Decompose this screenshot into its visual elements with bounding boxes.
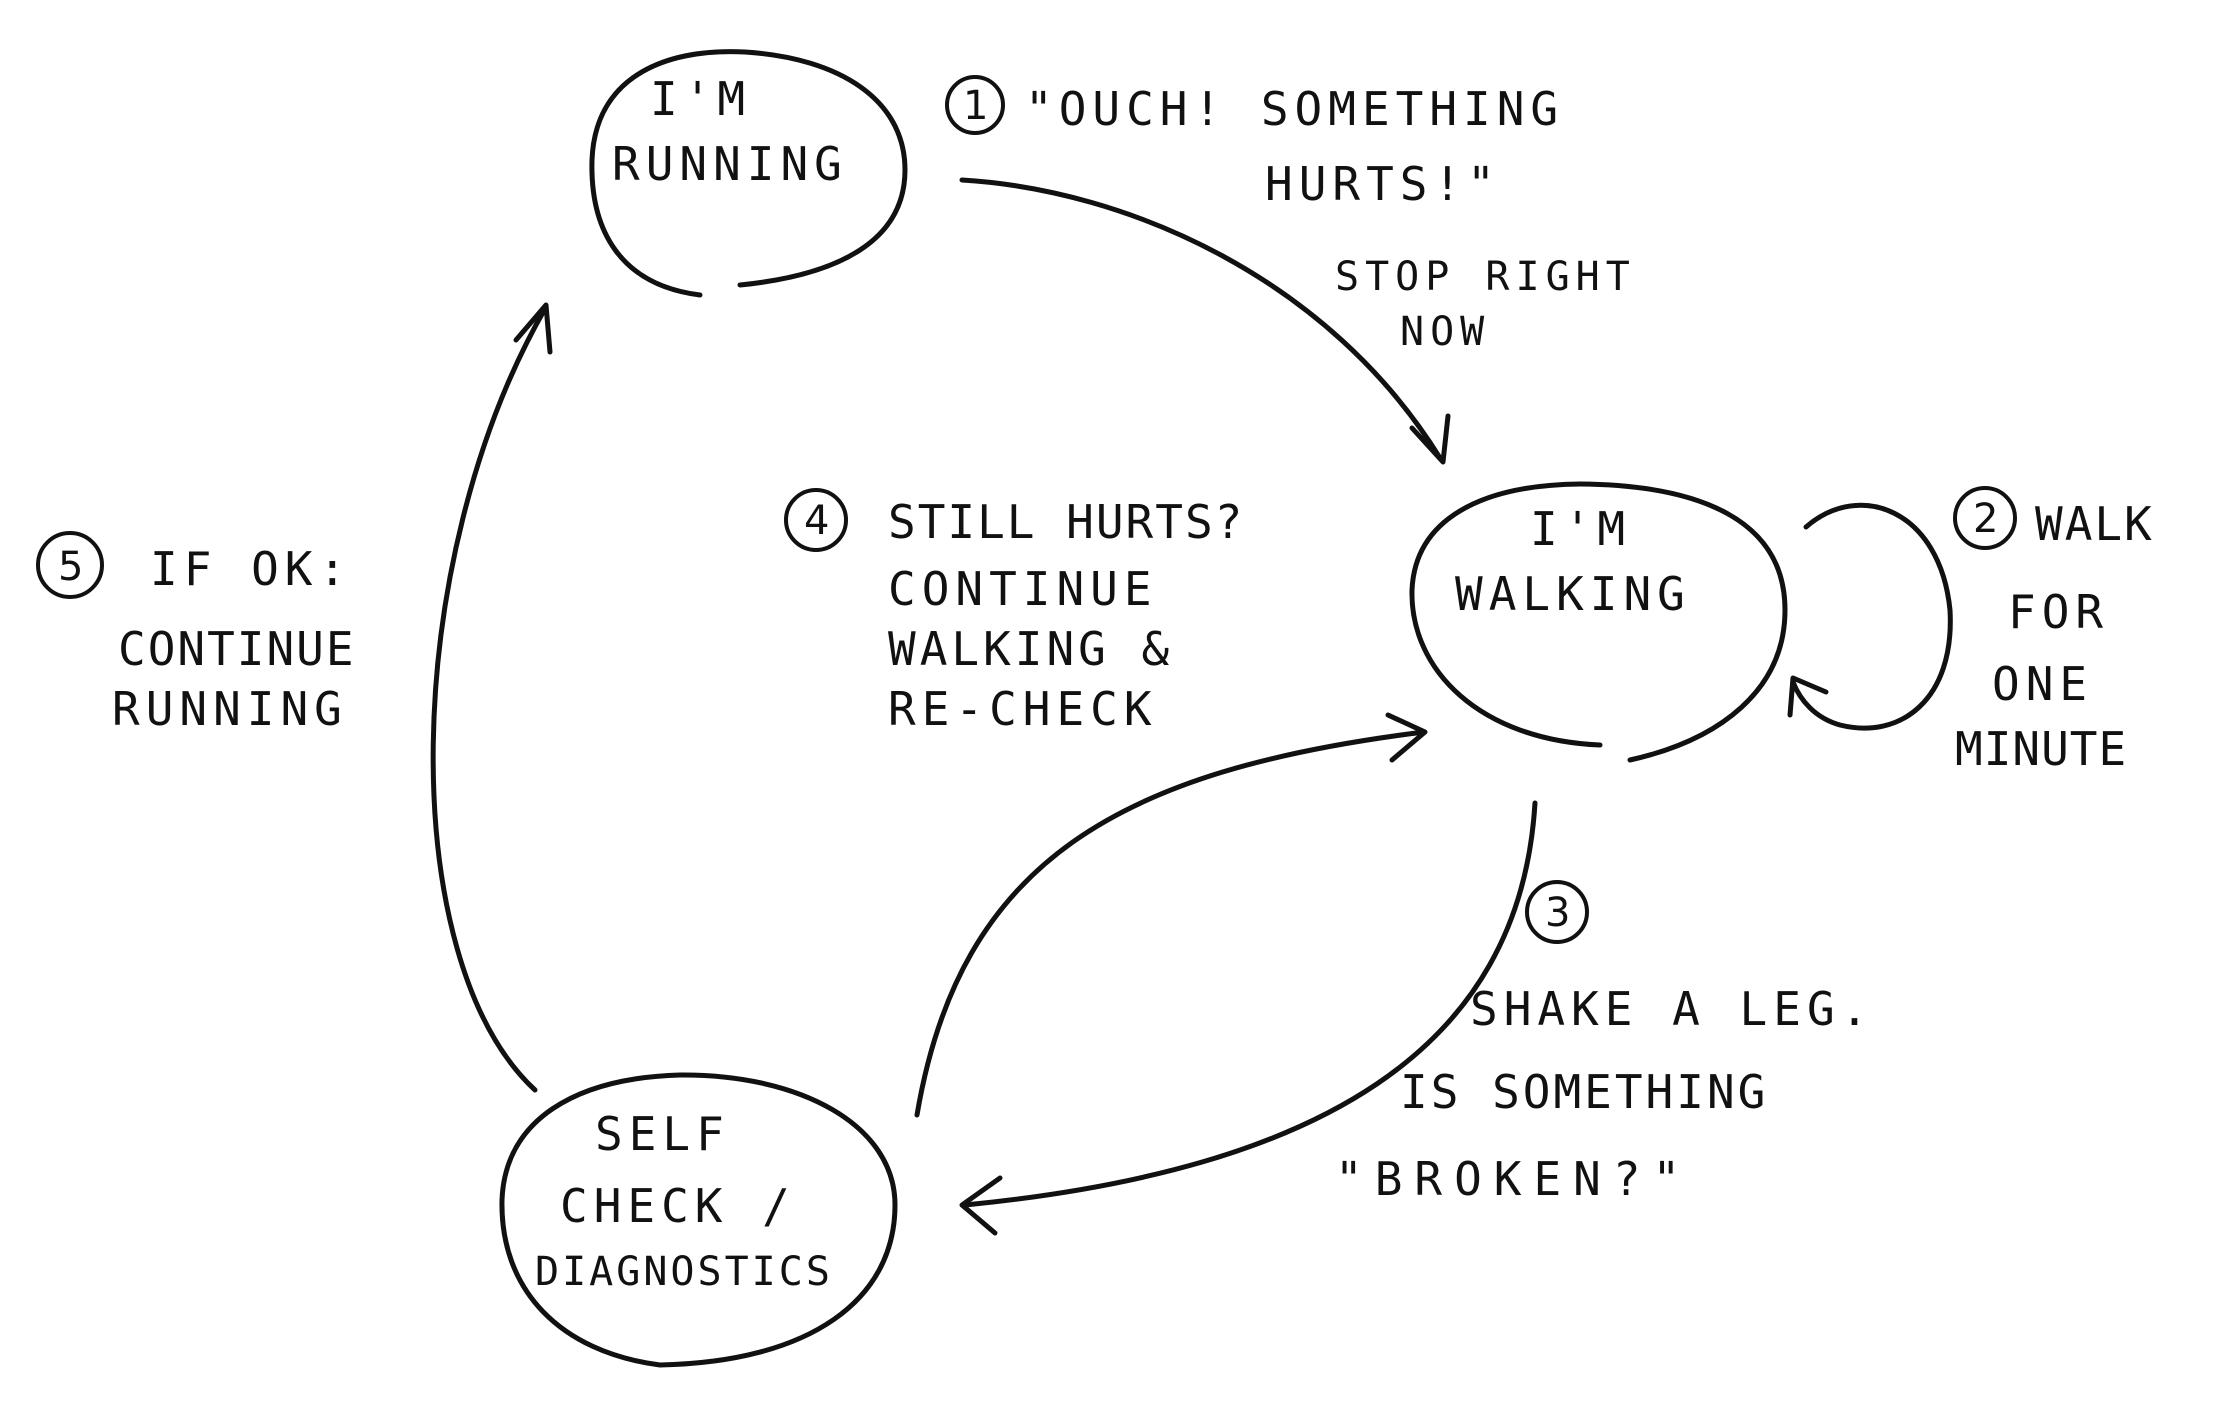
- step-1b-text-1: STOP RIGHT: [1335, 254, 1636, 300]
- step-1-text-2: HURTS!": [1265, 157, 1501, 211]
- step-1b-text-2: NOW: [1400, 309, 1490, 355]
- step-5-number-circle: [36, 531, 104, 599]
- node-selfcheck-label-2: CHECK /: [560, 1179, 796, 1233]
- node-selfcheck-circle: [499, 1072, 898, 1368]
- step-4-number-circle: [784, 488, 848, 552]
- step-4-annotation: 4 STILL HURTS? CONTINUE WALKING & RE-CHE…: [784, 488, 1244, 736]
- node-walking-label-2: WALKING: [1455, 567, 1691, 621]
- arrow-walking-to-selfcheck-line: [962, 800, 1538, 1208]
- step-3-text-2: IS SOMETHING: [1400, 1065, 1768, 1119]
- arrow-running-to-walking: [959, 177, 1451, 465]
- step-1-text-1: "OUCH! SOMETHING: [1025, 82, 1564, 136]
- step-4-number: 4: [804, 498, 829, 544]
- arrow-selfcheck-to-walking-line: [914, 729, 1427, 1118]
- node-walking: I'M WALKING: [1409, 481, 1788, 763]
- step-1-annotation: 1 "OUCH! SOMETHING HURTS!": [945, 75, 1564, 211]
- arrow-walking-to-selfcheck: [959, 800, 1538, 1236]
- arrow-selfcheck-to-running-line: [430, 304, 549, 1093]
- node-walking-label-1: I'M: [1530, 502, 1631, 556]
- arrow-running-to-walking-head: [1409, 413, 1451, 465]
- step-1b-annotation: STOP RIGHT NOW: [1335, 254, 1636, 355]
- step-2-number: 2: [1973, 496, 1998, 542]
- step-2-number-circle: [1953, 486, 2017, 550]
- step-4-text-2: CONTINUE: [888, 562, 1158, 616]
- arrow-running-to-walking-line: [959, 177, 1443, 461]
- node-running: I'M RUNNING: [589, 49, 908, 298]
- arrow-walking-loop: [1787, 502, 1953, 731]
- step-5-text-2: CONTINUE: [118, 622, 356, 676]
- step-5-text-3: RUNNING: [112, 682, 348, 736]
- step-3-text-3: "BROKEN?": [1335, 1152, 1692, 1206]
- step-1-number: 1: [963, 83, 988, 129]
- step-2-text-1: WALK: [2035, 497, 2154, 551]
- arrow-walking-loop-line: [1790, 502, 1953, 731]
- arrow-selfcheck-to-running: [430, 302, 553, 1093]
- arrow-walking-to-selfcheck-head: [959, 1175, 1003, 1236]
- step-3-annotation: 3 SHAKE A LEG. IS SOMETHING "BROKEN?": [1335, 880, 1874, 1206]
- node-running-label-2: RUNNING: [612, 137, 848, 191]
- node-selfcheck-label-3: DIAGNOSTICS: [535, 1249, 833, 1295]
- step-3-number-circle: [1525, 880, 1589, 944]
- node-running-label-1: I'M: [650, 72, 751, 126]
- arrow-selfcheck-to-walking-head: [1385, 712, 1428, 763]
- step-2-text-3: ONE: [1992, 657, 2093, 711]
- step-4-text-4: RE-CHECK: [888, 682, 1158, 736]
- step-3-number: 3: [1545, 890, 1570, 936]
- node-selfcheck: SELF CHECK / DIAGNOSTICS: [499, 1072, 898, 1368]
- node-walking-circle: [1409, 481, 1788, 763]
- arrow-selfcheck-to-walking: [914, 712, 1428, 1118]
- step-3-text-1: SHAKE A LEG.: [1470, 982, 1874, 1036]
- step-5-text-1: IF OK:: [150, 542, 352, 596]
- node-running-circle: [589, 49, 908, 298]
- step-2-annotation: 2 WALK FOR ONE MINUTE: [1953, 486, 2154, 776]
- step-5-annotation: 5 IF OK: CONTINUE RUNNING: [36, 531, 356, 736]
- step-4-text-1: STILL HURTS?: [888, 495, 1244, 549]
- arrow-walking-loop-head: [1787, 675, 1829, 718]
- step-4-text-3: WALKING &: [888, 622, 1173, 676]
- arrow-selfcheck-to-running-head: [513, 302, 553, 355]
- step-1-number-circle: [945, 75, 1005, 135]
- step-2-text-4: MINUTE: [1955, 722, 2127, 776]
- step-5-number: 5: [58, 544, 83, 590]
- step-2-text-2: FOR: [2008, 585, 2109, 639]
- node-selfcheck-label-1: SELF: [595, 1107, 730, 1161]
